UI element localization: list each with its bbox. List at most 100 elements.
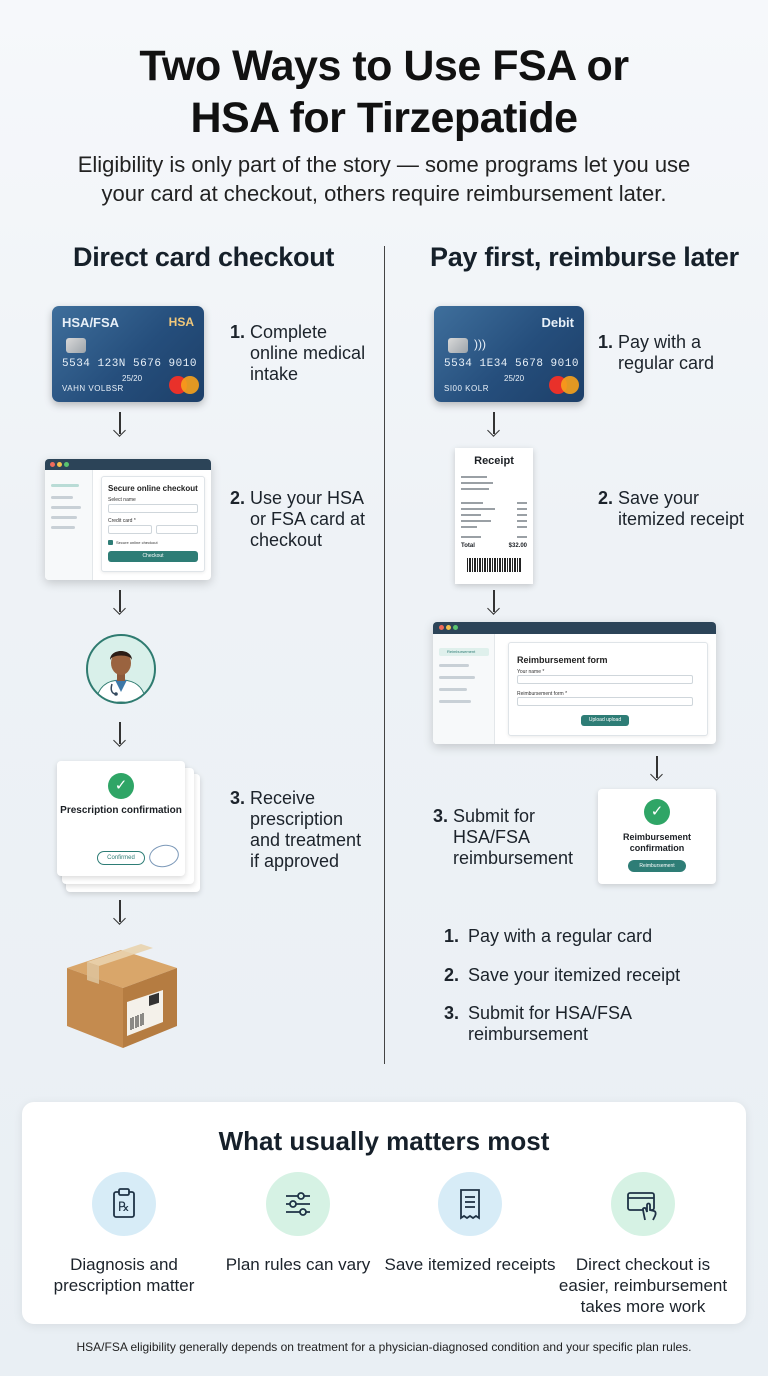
column-divider (384, 246, 385, 1064)
name-field[interactable] (108, 504, 198, 513)
receipt-icon (438, 1172, 502, 1236)
step-number: 3. (433, 806, 449, 826)
sliders-icon (266, 1172, 330, 1236)
receipt-title: Receipt (474, 455, 514, 467)
card-brand: HSA (168, 315, 194, 329)
right-step-2: 2. Save your itemized receipt (598, 488, 748, 530)
receipt-total-value: $32.00 (508, 543, 527, 549)
checkout-title: Secure online checkout (108, 484, 198, 493)
step-number: 2. (598, 488, 614, 508)
reimbursement-confirmation: ✓ Reimbursement confirmation Reimburseme… (598, 789, 716, 884)
debit-card: Debit ))) 5534 1E34 5678 9010 25/20 SI00… (434, 306, 584, 402)
step-text: Complete online medical intake (250, 322, 366, 384)
flow-arrow-icon (487, 590, 500, 615)
step-number: 1. (230, 322, 246, 342)
step-number: 1. (598, 332, 614, 352)
matters-label: Plan rules can vary (225, 1255, 371, 1274)
form-select[interactable] (517, 697, 693, 706)
matters-label: Direct checkout is easier, reimbursement… (558, 1255, 728, 1316)
flow-arrow-icon (113, 900, 126, 925)
summary-item-1: 1. Pay with a regular card (444, 926, 704, 947)
flow-arrow-icon (113, 722, 126, 747)
svg-text:℞: ℞ (118, 1200, 130, 1215)
left-column-heading: Direct card checkout (73, 242, 335, 272)
right-column-heading: Pay first, reimburse later (430, 242, 739, 272)
summary-item-2: 2. Save your itemized receipt (444, 965, 704, 986)
card-tap-icon (611, 1172, 675, 1236)
step-number: 1. (444, 926, 460, 946)
flow-arrow-icon (113, 590, 126, 615)
field-label: Credit card * (108, 518, 136, 524)
matters-item-diagnosis: ℞ Diagnosis and prescription matter (37, 1172, 211, 1296)
checkbox-icon[interactable] (108, 540, 113, 545)
confirmed-button[interactable]: Confirmed (97, 851, 145, 865)
card-field[interactable] (108, 525, 152, 534)
upload-button[interactable]: Upload upload (581, 715, 629, 726)
matters-item-receipts: Save itemized receipts (383, 1172, 557, 1275)
confirmation-title: Prescription confirmation (60, 805, 182, 816)
card-number: 5534 1E34 5678 9010 (444, 358, 579, 370)
matters-label: Save itemized receipts (384, 1255, 556, 1274)
step-number: 3. (230, 788, 246, 808)
card-chip-icon (66, 338, 86, 353)
step-text: Save your itemized receipt (618, 488, 745, 529)
card-label: Debit (541, 315, 575, 330)
prescription-confirmation: ✓ Prescription confirmation Confirmed (57, 761, 185, 876)
card-field-2[interactable] (156, 525, 198, 534)
step-number: 3. (444, 1003, 460, 1023)
page-title: Two Ways to Use FSA or HSA for Tirzepati… (139, 42, 629, 142)
step-text: Receive prescription and treatment if ap… (250, 788, 362, 871)
form-title: Reimbursement form (517, 655, 608, 665)
receipt-total-label: Total (461, 543, 475, 549)
stamp-icon (147, 842, 181, 870)
package-icon (63, 944, 179, 1048)
left-step-3: 3. Receive prescription and treatment if… (230, 788, 370, 872)
hsa-fsa-card: HSA/FSA HSA 5534 123N 5676 9010 25/20 VA… (52, 306, 204, 402)
right-step-3: 3. Submit for HSA/FSA reimbursement (433, 806, 583, 869)
checkout-panel: Secure online checkout Select name Credi… (101, 476, 205, 572)
flow-arrow-icon (113, 412, 126, 437)
checkout-window: Secure online checkout Select name Credi… (45, 459, 211, 580)
what-matters-panel: What usually matters most ℞ Diagnosis an… (22, 1102, 746, 1324)
step-text: Pay with a regular card (468, 926, 653, 946)
card-network-icon-overlap (561, 376, 579, 394)
your-name-field[interactable] (517, 675, 693, 684)
field-label: Reimbursement form * (517, 691, 568, 697)
step-text: Submit for HSA/FSA reimbursement (468, 1003, 632, 1044)
barcode-icon (467, 558, 521, 572)
contactless-icon: ))) (474, 337, 486, 351)
prescription-icon: ℞ (92, 1172, 156, 1236)
card-expiry: 25/20 (122, 374, 143, 383)
step-number: 2. (230, 488, 246, 508)
matters-item-plan-rules: Plan rules can vary (211, 1172, 385, 1275)
card-holder: VAHN VOLBSR (62, 384, 124, 393)
flow-arrow-icon (487, 412, 500, 437)
sidebar-item-reimbursement[interactable]: Reimbursement (439, 648, 489, 656)
matters-item-checkout: Direct checkout is easier, reimbursement… (556, 1172, 730, 1317)
check-icon: ✓ (108, 773, 134, 799)
step-number: 2. (444, 965, 460, 985)
left-step-2: 2. Use your HSA or FSA card at checkout (230, 488, 370, 551)
checkout-button[interactable]: Checkout (108, 551, 198, 562)
receipt-image: Receipt Total $32.00 (455, 448, 533, 584)
reimbursement-form: Reimbursement form Your name * Reimburse… (508, 642, 708, 736)
card-label: HSA/FSA (62, 315, 120, 330)
field-label: Select name (108, 497, 136, 503)
footnote: HSA/FSA eligibility generally depends on… (76, 1340, 692, 1354)
right-step-1: 1. Pay with a regular card (598, 332, 748, 374)
card-chip-icon (448, 338, 468, 353)
what-matters-title: What usually matters most (218, 1126, 550, 1156)
doctor-icon (86, 634, 156, 704)
checkbox-label: Secure online checkout (116, 540, 158, 545)
step-text: Use your HSA or FSA card at checkout (250, 488, 366, 550)
step-text: Submit for HSA/FSA reimbursement (453, 806, 574, 868)
card-network-icon-overlap (181, 376, 199, 394)
card-holder: SI00 KOLR (444, 384, 489, 393)
card-expiry: 25/20 (504, 374, 525, 383)
check-icon: ✓ (644, 799, 670, 825)
summary-item-3: 3. Submit for HSA/FSA reimbursement (444, 1003, 644, 1045)
left-step-1: 1. Complete online medical intake (230, 322, 370, 385)
step-text: Save your itemized receipt (468, 965, 681, 985)
reimbursement-button[interactable]: Reimbursement (628, 860, 686, 872)
flow-arrow-icon (650, 756, 663, 781)
